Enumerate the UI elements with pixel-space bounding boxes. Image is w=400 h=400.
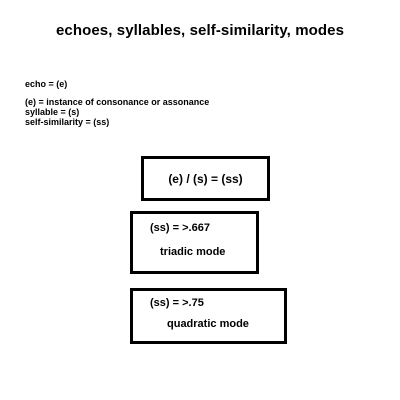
definition-instance: (e) = instance of consonance or assonanc… (25, 97, 210, 107)
formula-box: (e) / (s) = (ss) (141, 156, 270, 201)
triadic-threshold: (ss) = >.667 (150, 222, 210, 234)
quadratic-mode-label: quadratic mode (167, 318, 249, 330)
formula-text: (e) / (s) = (ss) (168, 171, 243, 186)
diagram-title: echoes, syllables, self-similarity, mode… (55, 22, 345, 39)
definition-echo: echo = (e) (25, 79, 68, 89)
quadratic-threshold: (ss) = >.75 (150, 297, 204, 309)
triadic-mode-label: triadic mode (160, 246, 226, 258)
definition-syllable: syllable = (s) (25, 107, 80, 117)
triadic-mode-box: (ss) = >.667 triadic mode (130, 211, 259, 274)
quadratic-mode-box: (ss) = >.75 quadratic mode (130, 288, 287, 344)
definitions-list: echo = (e) (e) = instance of consonance … (25, 79, 209, 127)
definition-self-similarity: self-similarity = (ss) (25, 117, 110, 127)
